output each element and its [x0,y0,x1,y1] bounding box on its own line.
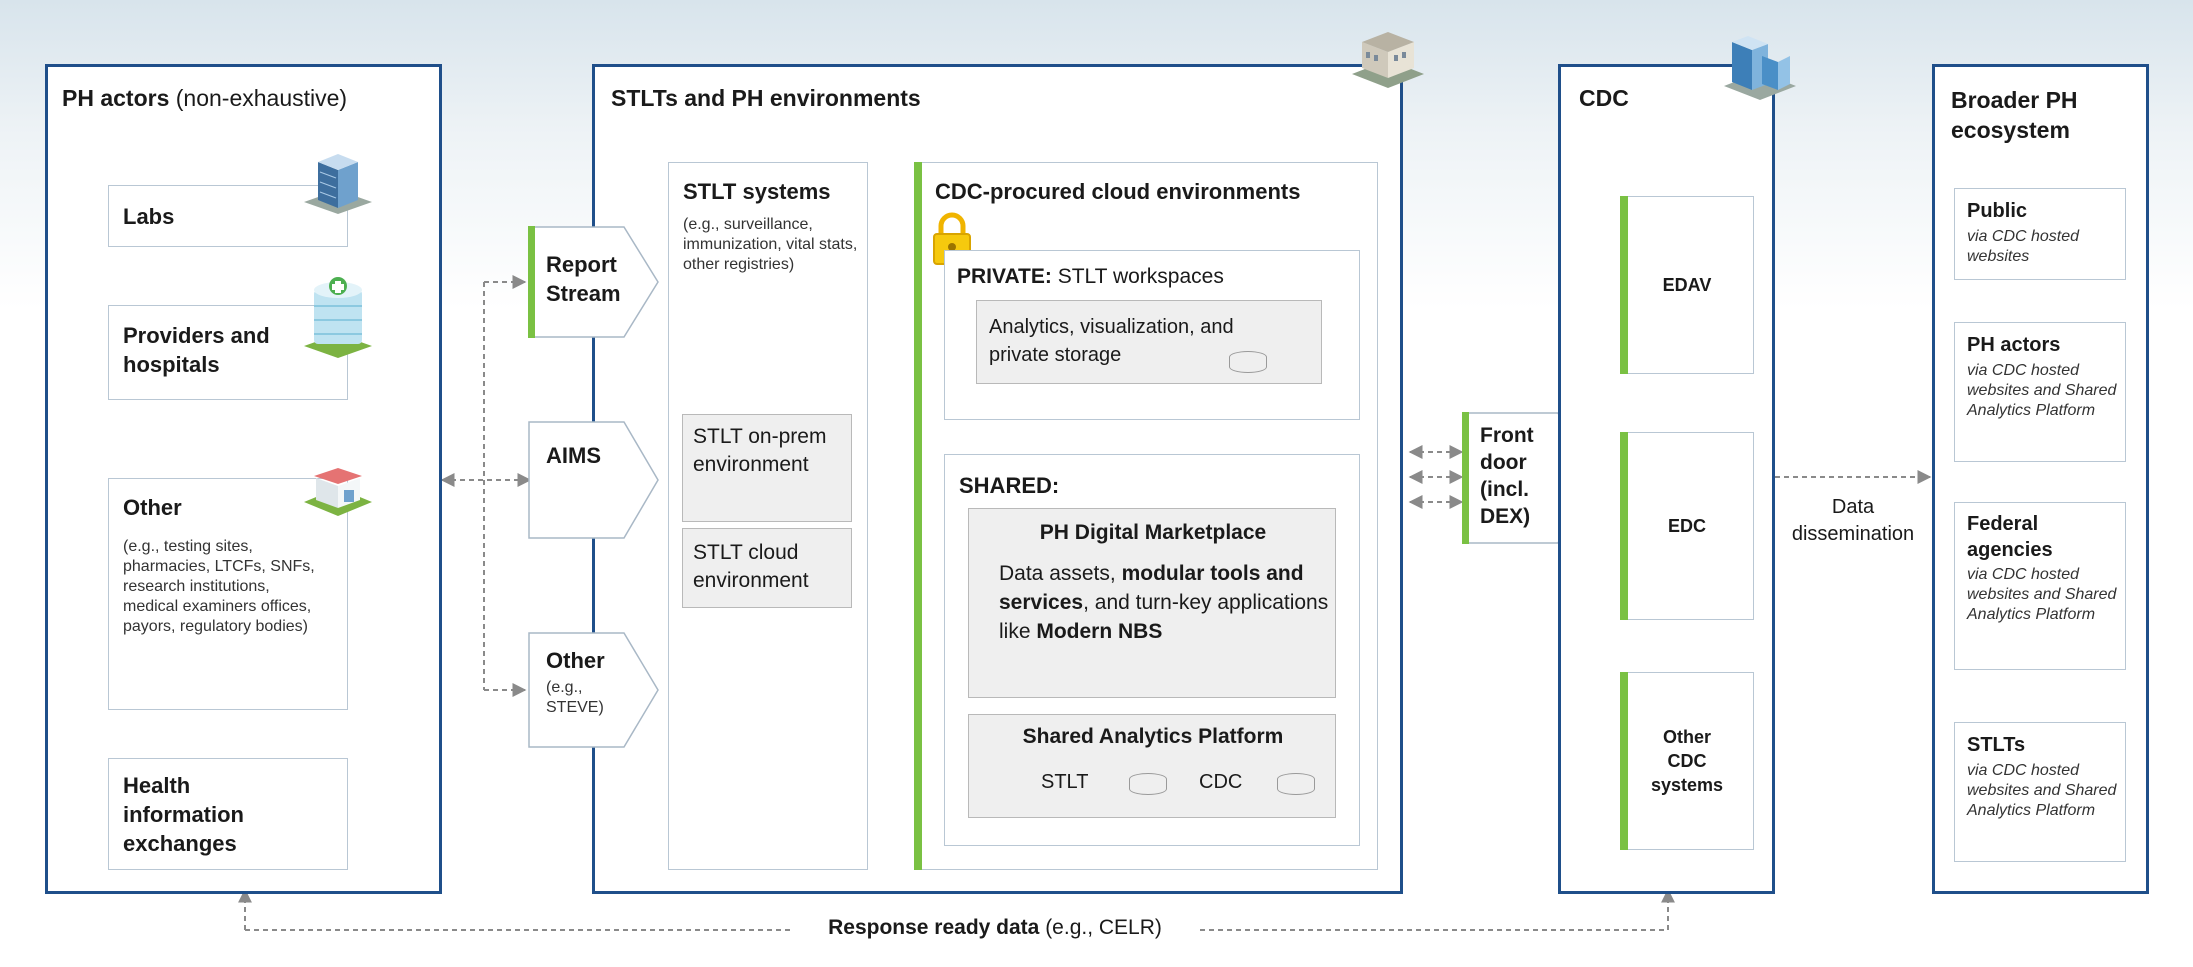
stlt-onprem-box: STLT on-prem environment [682,414,852,522]
aims-label: AIMS [546,443,601,468]
sap-title: Shared Analytics Platform [1022,725,1284,748]
stlt-cloud-box: STLT cloud environment [682,528,852,608]
sap-cdc-label: CDC [1199,771,1243,793]
marketplace-title: PH Digital Marketplace [1039,521,1267,544]
stlts-recipient-box: STLTs via CDC hosted websites and Shared… [1954,722,2126,862]
analytics-box: Analytics, visualization, and private st… [976,300,1322,384]
sap-stlt-storage-icon [1129,773,1167,795]
shared-heading: SHARED: [959,473,1060,498]
providers-box: Providers and hospitals [108,305,348,400]
edav-box: EDAV [1620,196,1754,374]
stlts-recipient-desc: via CDC hosted websites and Shared Analy… [1967,762,2117,819]
federal-agencies-box: Federal agencies via CDC hosted websites… [1954,502,2126,670]
sap-cdc-storage-icon [1277,773,1315,795]
other-cdc-box: Other CDC systems [1620,672,1754,850]
response-ready-label: Response ready data (e.g., CELR) [790,916,1200,940]
public-desc: via CDC hosted websites [1967,228,2080,265]
providers-label: Providers and hospitals [123,323,270,377]
public-box: Public via CDC hosted websites [1954,188,2126,280]
cloud-env-title: CDC-procured cloud environments [935,179,1301,204]
other-actors-desc: (e.g., testing sites, pharmacies, LTCFs,… [123,538,315,635]
stlt-systems-title: STLT systems [683,179,831,204]
sap-box: Shared Analytics Platform STLT CDC [968,714,1336,818]
data-dissemination-label: Data dissemination [1776,494,1930,548]
stlt-title: STLTs and PH environments [611,85,921,111]
storage-icon [1229,351,1267,373]
analytics-label: Analytics, visualization, and private st… [989,316,1234,366]
public-title: Public [1967,200,2028,222]
other-connector-desc: (e.g., STEVE) [546,679,604,716]
marketplace-desc: Data assets, modular tools and services,… [999,562,1329,643]
federal-agencies-title: Federal agencies [1967,513,2053,561]
stlts-recipient-title: STLTs [1967,734,2026,756]
edc-label: EDC [1667,515,1706,536]
edav-label: EDAV [1662,274,1712,295]
cdc-title: CDC [1579,85,1629,111]
ph-actors-title: PH actors (non-exhaustive) [62,85,348,111]
stlt-onprem-label: STLT on-prem environment [693,425,827,476]
broader-title: Broader PH ecosystem [1951,87,2078,143]
other-actors-label: Other [123,495,182,520]
ph-actors-recipient-box: PH actors via CDC hosted websites and Sh… [1954,322,2126,462]
stlt-systems-desc: (e.g., surveillance, immunization, vital… [683,216,858,273]
labs-label: Labs [123,204,175,229]
edc-box: EDC [1620,432,1754,620]
cdc-building-icon [1720,28,1800,104]
stlt-building-icon [1348,22,1428,92]
hospital-icon [300,272,376,362]
other-actors-box: Other (e.g., testing sites, pharmacies, … [108,478,348,710]
hie-label: Health information exchanges [123,773,244,856]
other-connector: Other (e.g., STEVE) [528,632,660,748]
labs-box: Labs [108,185,348,247]
other-connector-label: Other [546,648,605,673]
ph-actors-recipient-desc: via CDC hosted websites and Shared Analy… [1967,362,2117,419]
federal-agencies-desc: via CDC hosted websites and Shared Analy… [1967,566,2117,623]
private-heading: PRIVATE: STLT workspaces [957,265,1224,288]
stlt-cloud-label: STLT cloud environment [693,541,809,592]
report-stream-label: Report Stream [546,252,621,306]
ph-actors-recipient-title: PH actors [1967,334,2061,356]
lab-building-icon [300,150,376,216]
other-cdc-label: Other CDC systems [1650,727,1724,795]
front-door-label: Front door (incl. DEX) [1480,424,1534,528]
sap-stlt-label: STLT [1041,771,1089,793]
report-stream-connector: Report Stream [528,226,660,338]
hie-box: Health information exchanges [108,758,348,870]
aims-connector: AIMS [528,421,660,539]
marketplace-box: PH Digital Marketplace Data assets, modu… [968,508,1336,698]
shop-icon [300,456,376,522]
